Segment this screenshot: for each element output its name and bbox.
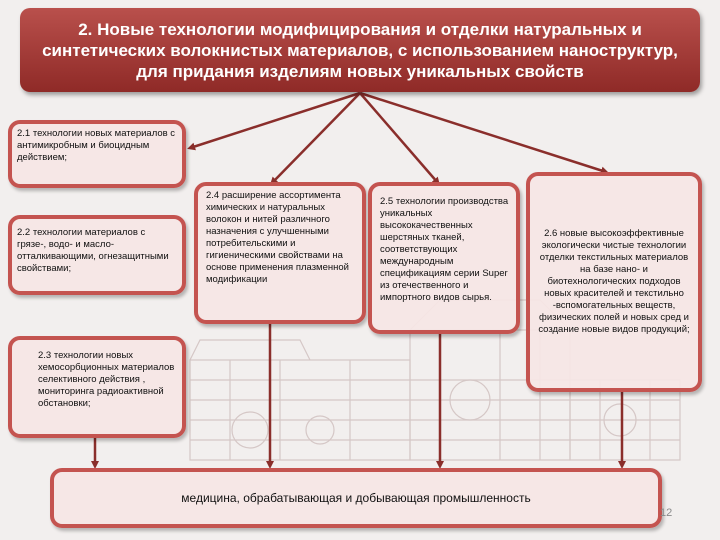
node-2-4-text: 2.4 расширение ассортимента химических и… bbox=[206, 190, 349, 285]
node-2-2-text: 2.2 технологии материалов с грязе-, водо… bbox=[17, 227, 169, 274]
node-2-4: 2.4 расширение ассортимента химических и… bbox=[194, 182, 366, 324]
node-2-1: 2.1 технологии новых материалов с антими… bbox=[8, 120, 186, 188]
node-2-5: 2.5 технологии производства уникальных в… bbox=[368, 182, 520, 334]
node-2-1-text: 2.1 технологии новых материалов с антими… bbox=[17, 128, 176, 163]
node-2-6: 2.6 новые высокоэффективные экологически… bbox=[526, 172, 702, 392]
bottom-box: медицина, обрабатывающая и добывающая пр… bbox=[50, 468, 662, 528]
slide-title: 2. Новые технологии модифицирования и от… bbox=[20, 8, 700, 92]
node-2-6-text: 2.6 новые высокоэффективные экологически… bbox=[538, 228, 690, 335]
slide-title-text: 2. Новые технологии модифицирования и от… bbox=[42, 19, 678, 81]
node-2-3-text: 2.3 технологии новых хемосорбционных мат… bbox=[38, 350, 175, 409]
node-2-5-text: 2.5 технологии производства уникальных в… bbox=[380, 196, 509, 303]
page-number: 12 bbox=[660, 507, 673, 519]
bottom-box-text: медицина, обрабатывающая и добывающая пр… bbox=[181, 491, 531, 505]
node-2-3: 2.3 технологии новых хемосорбционных мат… bbox=[8, 336, 186, 438]
node-2-2: 2.2 технологии материалов с грязе-, водо… bbox=[8, 215, 186, 295]
